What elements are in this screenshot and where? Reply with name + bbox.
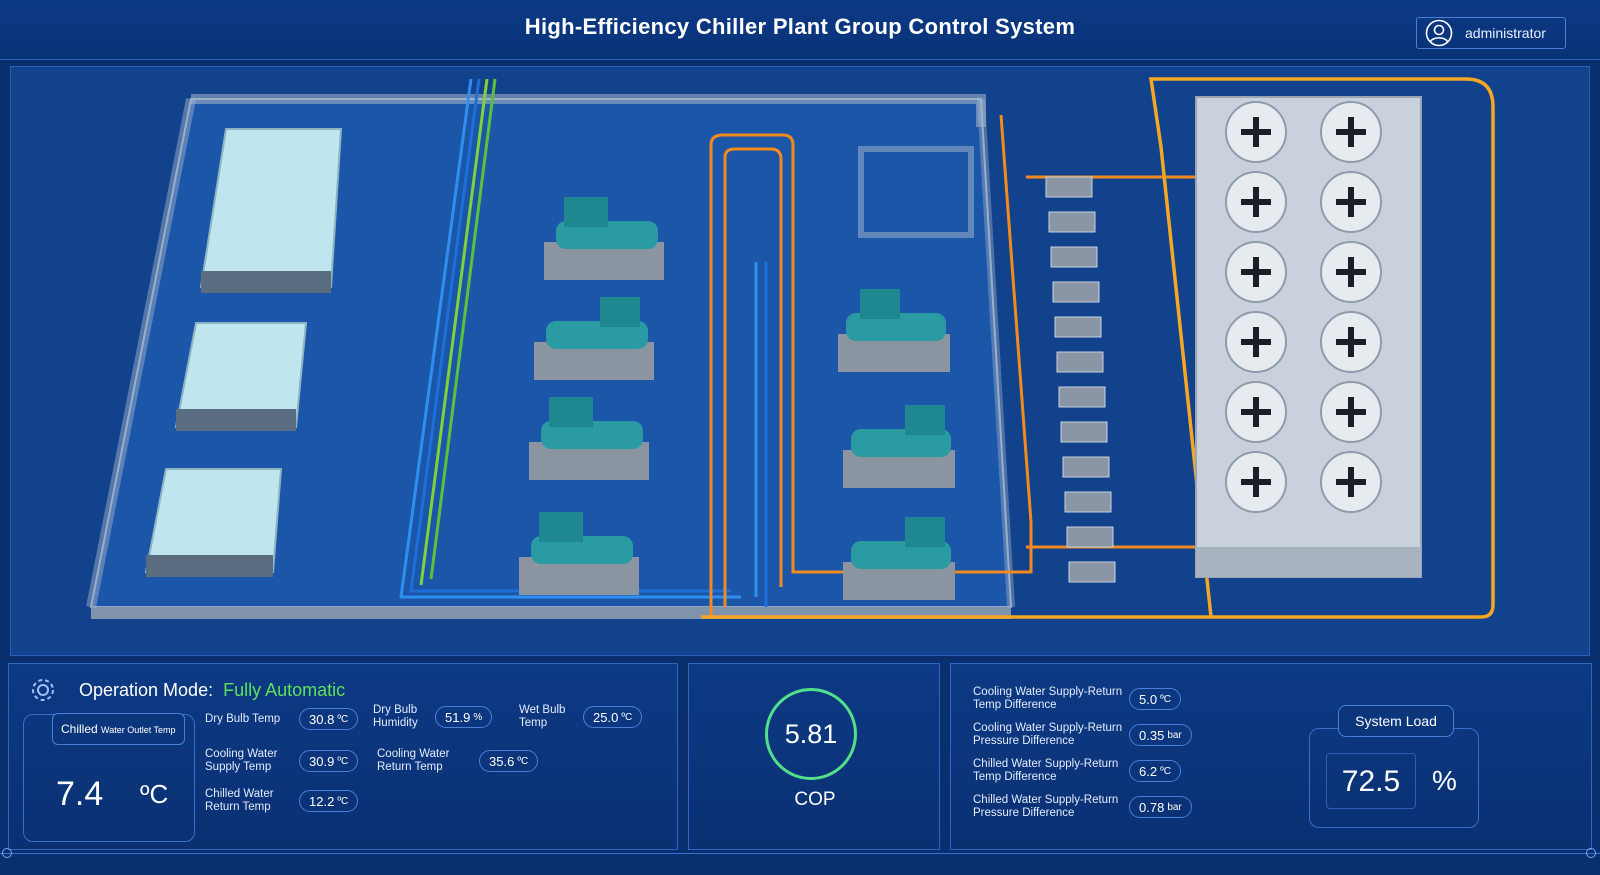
param-chilled-pressure-diff: Chilled Water Supply-Return Pressure Dif… [973,794,1192,820]
fan-blades [1241,117,1366,497]
chilled-outlet-value: 7.4 [56,775,104,813]
chiller-7 [843,517,955,600]
param-cooling-temp-diff: Cooling Water Supply-Return Temp Differe… [973,686,1181,712]
right-wall [977,98,1015,608]
partition-room [858,146,974,238]
cop-gauge: 5.81 [765,688,857,780]
value-pill: 51.9% [435,706,493,728]
cop-value: 5.81 [784,718,838,749]
chilled-outlet-label: Chilled Water Outlet Temp [52,713,185,745]
pipe-bundle [399,78,768,607]
user-name: administrator [1465,25,1546,41]
page-title: High-Efficiency Chiller Plant Group Cont… [524,14,1076,39]
gear-icon [32,679,54,701]
system-load-value: 72.5 [1326,753,1416,809]
user-circle-icon [1425,19,1453,47]
chiller-5 [838,289,950,372]
tower-loop [701,77,1495,619]
chiller-3 [529,397,649,480]
footer-dot-right [1586,848,1596,858]
system-load-card: System Load 72.5 % [1309,705,1479,828]
left-wall [86,98,196,608]
operation-mode-label: Operation Mode: [79,679,214,700]
chilled-outlet-card: Chilled Water Outlet Temp 7.4 ºC [23,713,195,842]
user-menu-button[interactable]: administrator [1416,17,1566,49]
operation-mode-row: Operation Mode: Fully Automatic [29,674,345,706]
operation-mode-value: Fully Automatic [223,679,346,700]
plant-scene [10,66,1590,656]
back-wall [191,94,986,127]
chiller-1 [544,197,664,280]
system-load-label: System Load [1338,705,1454,737]
chilled-outlet-unit: ºC [140,779,169,809]
cop-label: COP [794,789,836,810]
footer-divider [0,853,1600,854]
operation-panel: Operation Mode: Fully Automatic Chilled … [8,663,678,850]
param-dry-bulb-humidity: Dry Bulb Humidity 51.9% [373,704,493,730]
water-tank-2 [174,322,308,431]
plant-diagram [86,77,1495,619]
cop-panel: 5.81 COP [688,663,940,850]
header-bar: High-Efficiency Chiller Plant Group Cont… [0,0,1600,60]
water-tank-1 [199,128,343,293]
footer-dot-left [2,848,12,858]
chiller-6 [843,405,955,488]
differences-panel: Cooling Water Supply-Return Temp Differe… [950,663,1592,850]
chiller-2 [534,297,654,380]
water-tank-3 [144,468,283,577]
pump-row [1045,176,1116,583]
param-chilled-temp-diff: Chilled Water Supply-Return Temp Differe… [973,758,1181,784]
param-cooling-pressure-diff: Cooling Water Supply-Return Pressure Dif… [973,722,1192,748]
system-load-unit: % [1432,765,1457,796]
chiller-4 [519,512,639,595]
